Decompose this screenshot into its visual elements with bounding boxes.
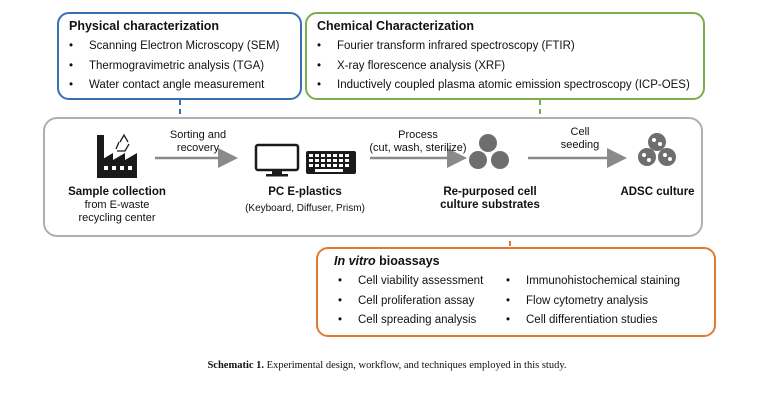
- seeding-label-line2: seeding: [560, 139, 600, 151]
- substrates-label-line2: culture substrates: [440, 199, 540, 211]
- monitor-icon: [254, 143, 300, 177]
- chemical-item: Inductively coupled plasma atomic emissi…: [317, 76, 690, 96]
- sample-collection-line2: from E-waste: [84, 199, 150, 211]
- chemical-item: X-ray florescence analysis (XRF): [317, 57, 690, 77]
- figure-caption: Schematic 1. Experimental design, workfl…: [0, 360, 774, 371]
- physical-item: Scanning Electron Microscopy (SEM): [69, 37, 279, 57]
- sorting-label: Sorting and recovery: [163, 129, 233, 155]
- physical-characterization-box: Physical characterization Scanning Elect…: [57, 12, 302, 100]
- caption-label: Schematic 1.: [207, 360, 265, 371]
- keyboard-icon: [306, 151, 356, 174]
- vitro-item: Flow cytometry analysis: [506, 292, 680, 312]
- substrate-discs-icon: [469, 134, 509, 169]
- process-label-line2: (cut, wash, sterilize): [369, 142, 467, 154]
- pc-eplastics-title: PC E-plastics: [268, 186, 342, 198]
- vitro-item: Cell spreading analysis: [338, 311, 483, 331]
- chemical-item: Fourier transform infrared spectroscopy …: [317, 37, 690, 57]
- vitro-item: Immunohistochemical staining: [506, 272, 680, 292]
- vitro-item: Cell differentiation studies: [506, 311, 680, 331]
- in-vitro-bioassays-box: In vitro bioassays Cell viability assess…: [316, 247, 716, 337]
- process-label-line1: Process: [398, 129, 438, 141]
- factory-icon: [97, 135, 137, 178]
- recycle-icon: [115, 133, 130, 152]
- sample-collection-label: Sample collection from E-waste recycling…: [62, 186, 172, 225]
- vitro-title-italic: In vitro: [334, 254, 376, 268]
- vitro-item: Cell proliferation assay: [338, 292, 483, 312]
- vitro-left-list: Cell viability assessment Cell prolifera…: [338, 272, 483, 331]
- chemical-title: Chemical Characterization: [317, 19, 474, 33]
- pc-eplastics-label: PC E-plastics (Keyboard, Diffuser, Prism…: [230, 186, 380, 215]
- physical-item: Thermogravimetric analysis (TGA): [69, 57, 279, 77]
- physical-list: Scanning Electron Microscopy (SEM) Therm…: [69, 37, 279, 96]
- workflow-box: [43, 117, 703, 237]
- caption-text: Experimental design, workflow, and techn…: [264, 360, 567, 371]
- vitro-right-list: Immunohistochemical staining Flow cytome…: [506, 272, 680, 331]
- seeding-label: Cell seeding: [545, 126, 615, 152]
- chemical-characterization-box: Chemical Characterization Fourier transf…: [305, 12, 705, 100]
- substrates-label-line1: Re-purposed cell: [443, 186, 537, 198]
- sample-collection-title: Sample collection: [68, 186, 166, 198]
- vitro-item: Cell viability assessment: [338, 272, 483, 292]
- chemical-list: Fourier transform infrared spectroscopy …: [317, 37, 690, 96]
- adsc-culture-label: ADSC culture: [620, 186, 695, 198]
- substrates-label: Re-purposed cell culture substrates: [435, 186, 545, 212]
- pc-eplastics-subtitle: (Keyboard, Diffuser, Prism): [245, 203, 365, 214]
- physical-title: Physical characterization: [69, 19, 220, 33]
- vitro-title-rest: bioassays: [375, 254, 440, 268]
- sorting-label-line2: recovery: [176, 142, 220, 154]
- sorting-label-line1: Sorting and: [169, 129, 227, 141]
- adsc-cells-icon: [638, 133, 676, 166]
- seeding-label-line1: Cell: [570, 126, 590, 138]
- process-label: Process (cut, wash, sterilize): [363, 129, 473, 155]
- vitro-title: In vitro bioassays: [334, 254, 440, 268]
- physical-item: Water contact angle measurement: [69, 76, 279, 96]
- sample-collection-line3: recycling center: [78, 212, 156, 224]
